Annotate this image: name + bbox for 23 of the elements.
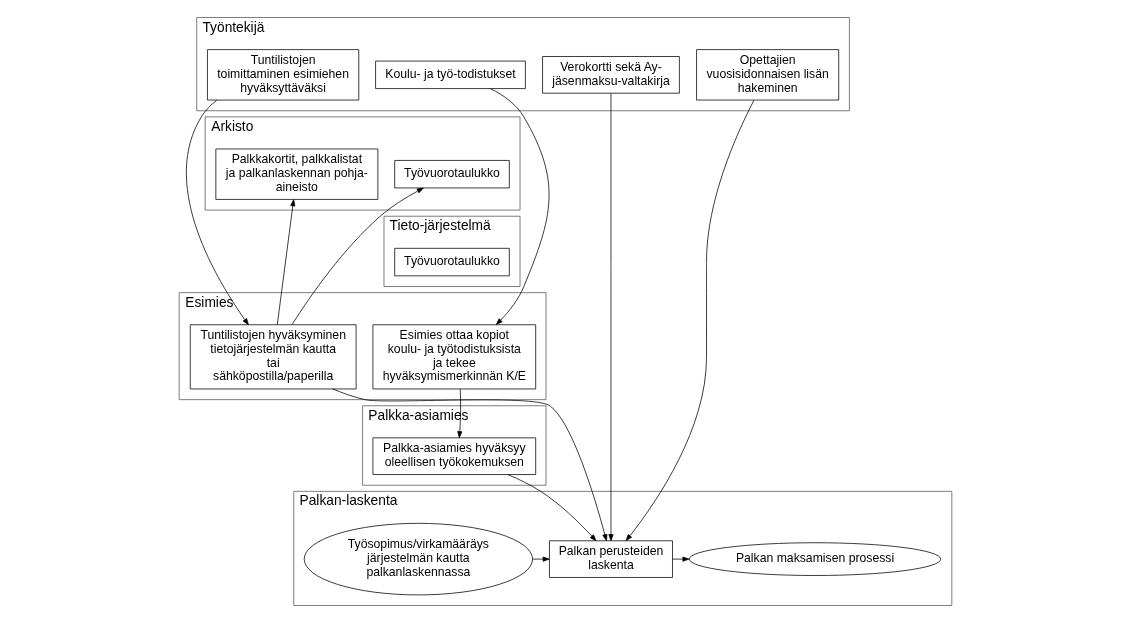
node-box: Tuntilistojen hyväksyminen tietojärjestelmän kautta tai sähköpostilla/paperilla — [189, 324, 356, 390]
arrow — [625, 99, 754, 541]
node-box: Palkka-asiamies hyväksyy oleellisen työkokemuksen — [372, 437, 536, 475]
node-box: Palkan perusteiden laskenta — [548, 540, 673, 578]
node-box: Opettajien vuosisidonnaisen lisän hakeminen — [695, 49, 839, 101]
arrow — [331, 388, 607, 541]
arrow — [607, 92, 613, 541]
node-box: Verokortti sekä Ay-jäsenmaksu-valtakirja — [541, 56, 680, 94]
arrow — [291, 187, 424, 325]
node-ellipse: Palkan maksamisen prosessi — [688, 542, 941, 576]
arrow — [456, 388, 462, 439]
arrow — [276, 199, 295, 325]
node-box: Esimies ottaa kopiot koulu- ja työtodistuksista ja tekee hyväksymismerkinnän K/E — [372, 324, 536, 390]
arrow — [489, 88, 549, 325]
arrow — [531, 556, 550, 562]
node-box: Palkkakortit, palkkalistat ja palkanlaskennan pohja-aineisto — [215, 148, 378, 200]
node-box: Tuntilistojen toimittaminen esimiehen hyväksyttäväksi — [206, 49, 359, 101]
node-box: Koulu- ja työ-todistukset — [374, 60, 526, 89]
node-box: Työvuorotaulukko — [393, 247, 510, 277]
arrow — [185, 99, 249, 326]
arrow — [671, 556, 689, 562]
node-ellipse: Työsopimus/virkamääräys järjestelmän kautta palkanlaskennassa — [303, 522, 533, 596]
node-box: Työvuorotaulukko — [393, 160, 510, 189]
